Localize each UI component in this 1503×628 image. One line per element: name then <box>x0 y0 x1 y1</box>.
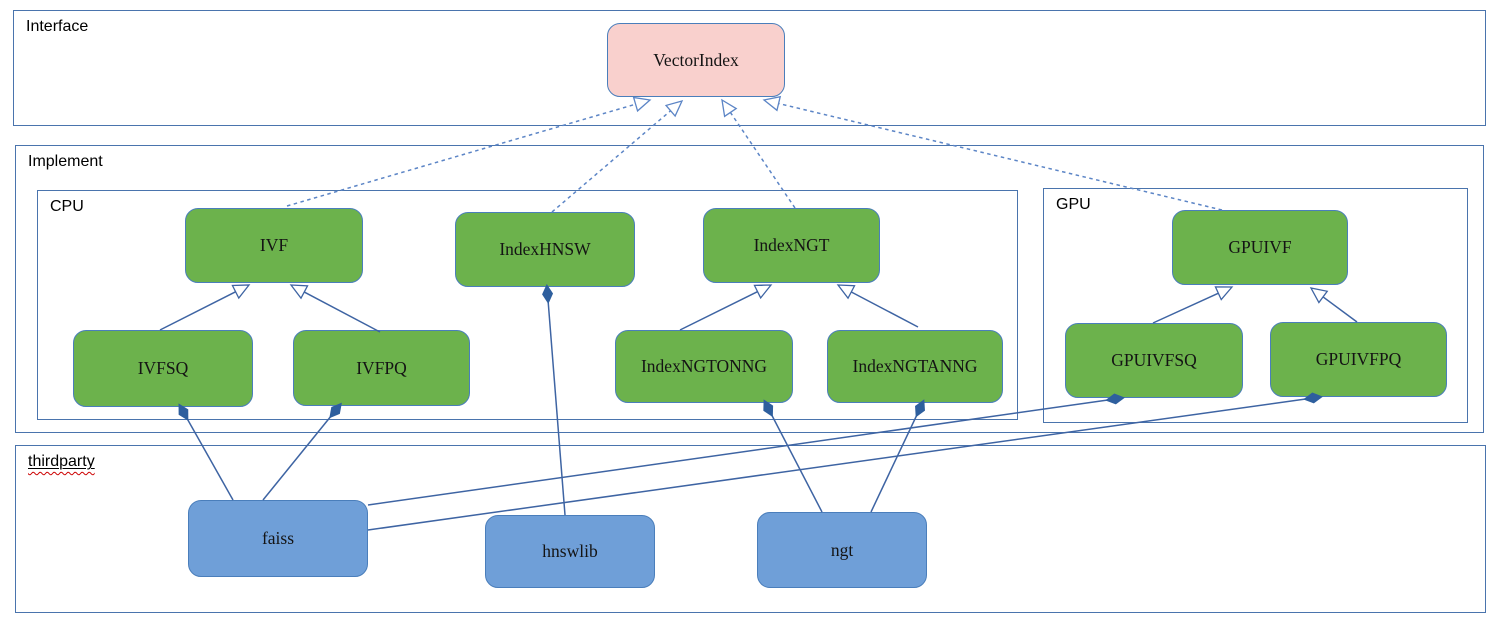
container-label-gpu: GPU <box>1056 196 1091 213</box>
container-label-implement: Implement <box>28 153 103 170</box>
node-ngt: ngt <box>757 512 927 588</box>
node-label: GPUIVF <box>1228 237 1292 257</box>
node-label: IndexHNSW <box>499 239 591 259</box>
node-label: IndexNGT <box>753 235 830 255</box>
node-indexngtanng: IndexNGTANNG <box>827 330 1003 403</box>
node-ivf: IVF <box>185 208 363 283</box>
node-indexngt: IndexNGT <box>703 208 880 283</box>
node-ivfpq: IVFPQ <box>293 330 470 406</box>
node-label: GPUIVFSQ <box>1111 350 1197 370</box>
node-gpuivf: GPUIVF <box>1172 210 1348 285</box>
node-label: GPUIVFPQ <box>1315 349 1402 369</box>
node-label: IVF <box>259 235 289 255</box>
node-label: ngt <box>830 539 854 560</box>
spellcheck-squiggle: thirdparty <box>28 453 95 470</box>
node-label: hnswlib <box>542 541 598 561</box>
node-gpuivfpq: GPUIVFPQ <box>1270 322 1447 397</box>
node-hnswlib: hnswlib <box>485 515 655 588</box>
container-label-thirdparty: thirdparty <box>28 453 95 471</box>
node-ivfsq: IVFSQ <box>73 330 253 407</box>
node-label: IVFSQ <box>137 358 189 378</box>
node-indexngtonng: IndexNGTONNG <box>615 330 793 403</box>
node-gpuivfsq: GPUIVFSQ <box>1065 323 1243 398</box>
node-faiss: faiss <box>188 500 368 577</box>
node-label: VectorIndex <box>653 49 739 70</box>
node-label: IndexNGTANNG <box>852 356 978 376</box>
container-label-interface: Interface <box>26 18 89 35</box>
node-indexhnsw: IndexHNSW <box>455 212 635 287</box>
node-vectorindex: VectorIndex <box>607 23 785 97</box>
container-label-cpu: CPU <box>50 198 84 215</box>
node-label: IndexNGTONNG <box>640 356 768 376</box>
node-label: IVFPQ <box>356 357 407 378</box>
node-label: faiss <box>261 528 295 548</box>
